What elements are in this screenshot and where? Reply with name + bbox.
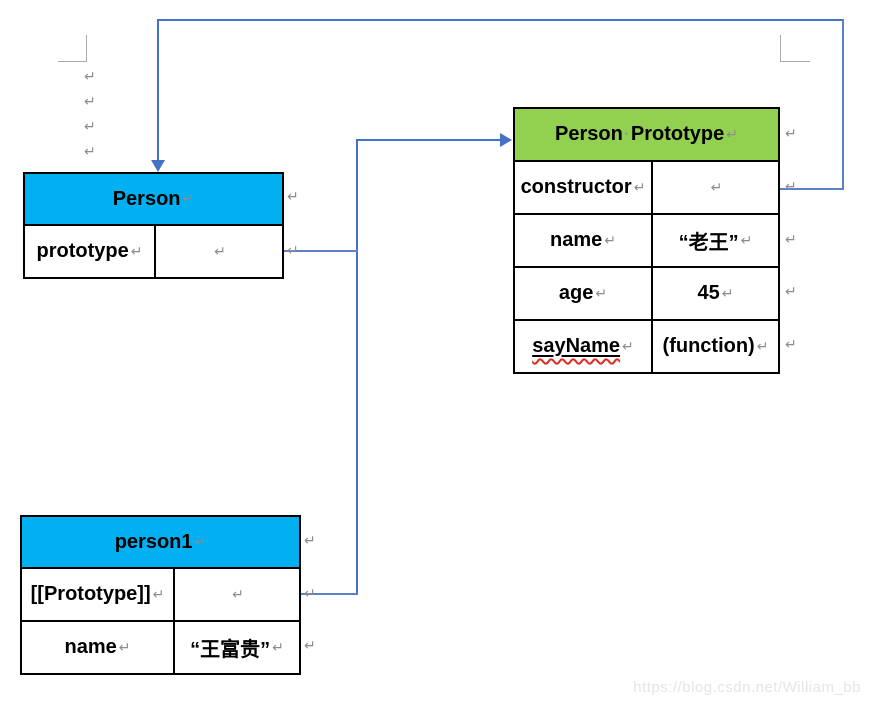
proto-name-label-cell: name ↵ (515, 215, 653, 266)
sayname-value-cell: (function) ↵ (653, 321, 778, 372)
age-value: 45 (697, 282, 720, 304)
paragraph-mark: ↵ (633, 179, 646, 196)
constructor-row: constructor ↵ ↵ (515, 160, 778, 213)
paragraph-mark: ↵ (84, 144, 96, 160)
row-end-mark: ↵ (785, 284, 797, 300)
paragraph-mark: ↵ (152, 586, 165, 603)
person-prototype-table: Person · Prototype ↵ constructor ↵ ↵ nam… (513, 107, 780, 374)
person-prototype-row: prototype ↵ ↵ (25, 224, 282, 277)
paragraph-mark: ↵ (214, 243, 226, 260)
row-end-mark: ↵ (785, 126, 797, 142)
person-table-title: Person (112, 187, 181, 210)
row-end-mark: ↵ (287, 243, 299, 259)
person1-name-value-cell: “王富贵” ↵ (175, 622, 299, 673)
age-label-cell: age ↵ (515, 268, 653, 319)
paragraph-mark: ↵ (721, 285, 734, 302)
person1-table: person1 ↵ [[Prototype]] ↵ ↵ name ↵ “王富贵”… (20, 515, 301, 675)
row-end-mark: ↵ (785, 337, 797, 353)
paragraph-mark: ↵ (272, 639, 284, 656)
age-row: age ↵ 45 ↵ (515, 266, 778, 319)
arrowhead-into-person-header (151, 160, 165, 172)
sayname-value: (function) (662, 335, 755, 357)
proto-slot-value-cell: ↵ (175, 569, 299, 620)
row-end-mark: ↵ (287, 189, 299, 205)
row-end-mark: ↵ (785, 232, 797, 248)
paragraph-mark: ↵ (232, 586, 244, 603)
arrowhead-into-person-prototype (500, 133, 512, 147)
paragraph-mark: ↵ (740, 232, 753, 249)
paragraph-mark: ↵ (756, 338, 769, 355)
prototype-label: prototype (36, 240, 129, 262)
connector-prototype-top-segment (356, 139, 502, 141)
paragraph-mark: ↵ (84, 94, 96, 110)
text-boundary-corner-top-right (780, 35, 810, 62)
person1-name-value: “王富贵” (190, 639, 271, 661)
paragraph-mark: ↵ (182, 191, 195, 207)
person-prototype-label-cell: prototype ↵ (25, 226, 156, 277)
paragraph-mark: ↵ (130, 243, 143, 260)
proto-name-label: name (550, 229, 603, 251)
paragraph-mark: ↵ (604, 232, 616, 249)
person-prototype-title-part1: Person (555, 123, 623, 145)
connector-constructor-to-person-right-segment (842, 19, 844, 190)
proto-slot-label: [[Prototype]] (30, 583, 151, 605)
row-end-mark: ↵ (304, 586, 316, 602)
age-value-cell: 45 ↵ (653, 268, 778, 319)
person1-table-title: person1 (114, 530, 193, 553)
row-end-mark: ↵ (304, 638, 316, 654)
paragraph-mark: ↵ (84, 119, 96, 135)
paragraph-mark: ↵ (622, 338, 634, 355)
paragraph-mark: ↵ (118, 639, 131, 656)
sayname-label-underline: sayName (532, 335, 620, 358)
row-end-mark: ↵ (785, 179, 797, 195)
csdn-watermark: https://blog.csdn.net/William_bb (633, 679, 861, 696)
person1-name-label: name (64, 636, 117, 658)
person1-name-label-cell: name ↵ (22, 622, 175, 673)
paragraph-mark: ↵ (84, 69, 96, 85)
person-prototype-table-header: Person · Prototype ↵ (515, 109, 778, 160)
constructor-label: constructor (520, 176, 632, 198)
sayname-label: sayName (532, 335, 621, 357)
connector-constructor-to-person-left-segment (157, 19, 159, 162)
text-boundary-corner-top-left (58, 35, 87, 62)
proto-name-value: “老王” (678, 232, 739, 254)
constructor-label-cell: constructor ↵ (515, 162, 653, 213)
person-prototype-value-cell: ↵ (156, 226, 282, 277)
sayname-row: sayName ↵ (function) ↵ (515, 319, 778, 372)
constructor-value-cell: ↵ (653, 162, 778, 213)
paragraph-mark: ↵ (595, 285, 608, 302)
connector-constructor-to-person-top-segment (157, 19, 844, 21)
person-table-header: Person ↵ (25, 174, 282, 224)
proto-slot-row: [[Prototype]] ↵ ↵ (22, 567, 299, 620)
proto-name-value-cell: “老王” ↵ (653, 215, 778, 266)
paragraph-mark: ↵ (194, 534, 207, 550)
person-table: Person ↵ prototype ↵ ↵ (23, 172, 284, 279)
person-prototype-title-part2: Prototype (630, 123, 725, 145)
proto-slot-label-cell: [[Prototype]] ↵ (22, 569, 175, 620)
space-dot-mark: · (623, 124, 630, 144)
connector-prototype-vertical-segment (356, 139, 358, 595)
proto-name-row: name ↵ “老王” ↵ (515, 213, 778, 266)
paragraph-mark: ↵ (710, 179, 723, 196)
person1-name-row: name ↵ “王富贵” ↵ (22, 620, 299, 673)
sayname-label-cell: sayName ↵ (515, 321, 653, 372)
person1-table-header: person1 ↵ (22, 517, 299, 567)
paragraph-mark: ↵ (726, 126, 738, 143)
age-label: age (558, 282, 594, 304)
connector-constructor-to-person-entry-segment (718, 188, 844, 190)
row-end-mark: ↵ (304, 533, 316, 549)
